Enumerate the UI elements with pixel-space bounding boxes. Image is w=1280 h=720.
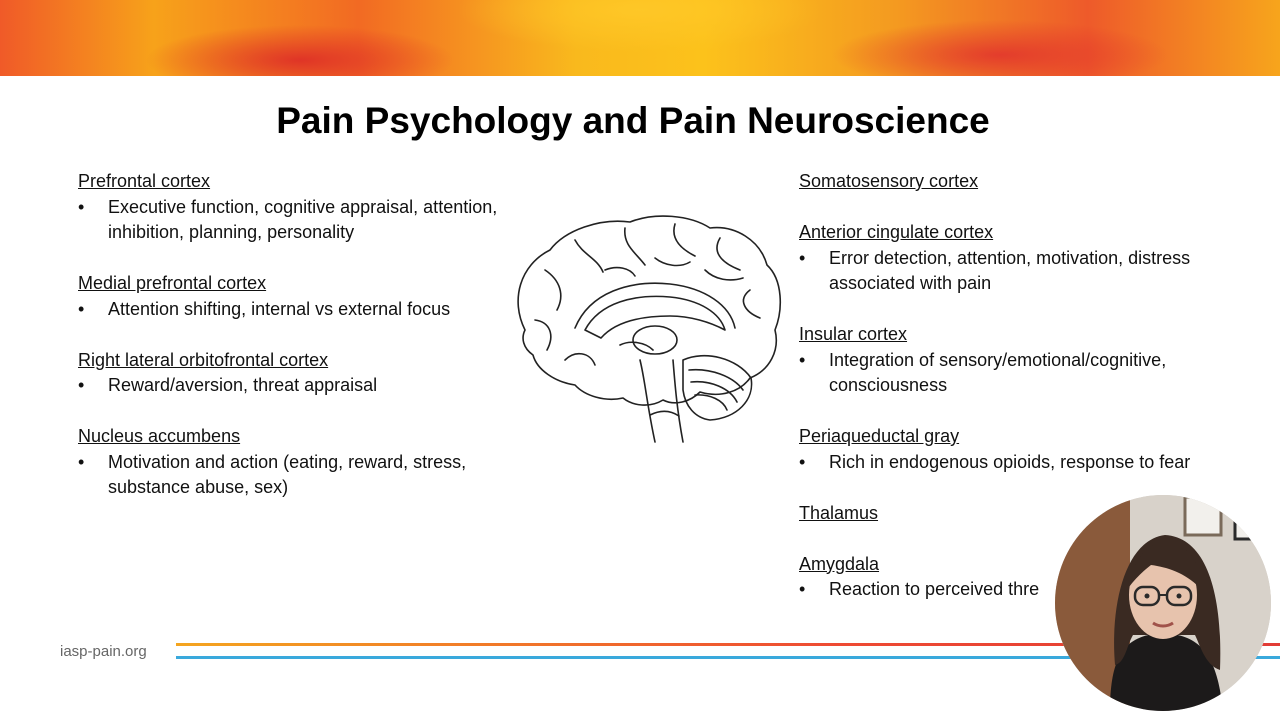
section-heading: Somatosensory cortex bbox=[799, 171, 979, 191]
section-heading: Periaqueductal gray bbox=[799, 426, 960, 446]
bullet-dot: • bbox=[799, 349, 806, 370]
section-heading: Nucleus accumbens bbox=[78, 426, 241, 446]
presenter-avatar bbox=[1055, 495, 1271, 711]
presenter-webcam bbox=[1055, 495, 1271, 711]
section-heading: Amygdala bbox=[799, 553, 880, 574]
bullet-dot: • bbox=[78, 451, 85, 472]
brain-illustration bbox=[517, 215, 782, 443]
bullet-dot: • bbox=[78, 196, 85, 217]
bullet-text: Executive function, cognitive appraisal,… bbox=[108, 196, 498, 243]
section-heading: Right lateral orbitofrontal cortex bbox=[78, 349, 329, 370]
bullet-item: • Reward/aversion, threat appraisal bbox=[78, 373, 498, 399]
bullet-text: Reward/aversion, threat appraisal bbox=[108, 375, 378, 395]
left-column: Prefrontal cortex • Executive function, c… bbox=[78, 169, 498, 526]
section-somatosensory-cortex: Somatosensory cortex bbox=[799, 169, 1239, 195]
section-thalamus: Thalamus bbox=[799, 501, 1239, 527]
section-medial-prefrontal-cortex: Medial prefrontal cortex • Attention shif… bbox=[78, 271, 498, 322]
section-nucleus-accumbens: Nucleus accumbens • Motivation and action… bbox=[78, 424, 498, 501]
bullet-dot: • bbox=[799, 579, 806, 599]
bullet-text: Reaction to perceived thre bbox=[829, 579, 1040, 599]
bullet-text: Motivation and action (eating, reward, s… bbox=[108, 451, 467, 498]
section-heading: Anterior cingulate cortex bbox=[799, 222, 994, 242]
section-periaqueductal-gray: Periaqueductal gray • Rich in endogenous … bbox=[799, 424, 1239, 475]
section-right-lateral-orbitofrontal-cortex: Right lateral orbitofrontal cortex • Rewa… bbox=[78, 348, 498, 399]
section-heading: Thalamus bbox=[799, 502, 879, 523]
footer-accent-line-orange bbox=[176, 643, 1280, 646]
bullet-item: • Motivation and action (eating, reward, … bbox=[78, 450, 498, 501]
bullet-text: Error detection, attention, motivation, … bbox=[829, 247, 1191, 294]
bullet-dot: • bbox=[78, 298, 85, 319]
bullet-text: Rich in endogenous opioids, response to … bbox=[829, 451, 1191, 472]
bullet-dot: • bbox=[78, 375, 85, 395]
section-heading: Prefrontal cortex bbox=[78, 171, 211, 191]
bullet-item: • Rich in endogenous opioids, response to… bbox=[799, 450, 1239, 476]
bullet-dot: • bbox=[799, 247, 806, 268]
slide-title: Pain Psychology and Pain Neuroscience bbox=[276, 100, 990, 141]
right-column: Somatosensory cortex Anterior cingulate … bbox=[799, 169, 1239, 628]
bullet-text: Integration of sensory/emotional/cogniti… bbox=[829, 349, 1167, 396]
bullet-dot: • bbox=[799, 451, 806, 472]
section-insular-cortex: Insular cortex • Integration of sensory/e… bbox=[799, 322, 1239, 399]
bullet-item: • Reaction to perceived thre bbox=[799, 577, 1239, 603]
section-heading: Medial prefrontal cortex bbox=[78, 273, 267, 293]
section-heading: Insular cortex bbox=[799, 324, 908, 344]
bullet-item: • Attention shifting, internal vs externa… bbox=[78, 297, 498, 323]
bullet-item: • Executive function, cognitive appraisal… bbox=[78, 195, 498, 246]
footer-accent-line-blue bbox=[176, 656, 1280, 659]
section-prefrontal-cortex: Prefrontal cortex • Executive function, c… bbox=[78, 169, 498, 246]
section-anterior-cingulate-cortex: Anterior cingulate cortex • Error detecti… bbox=[799, 220, 1239, 297]
bullet-item: • Integration of sensory/emotional/cognit… bbox=[799, 348, 1239, 399]
footer-url: iasp-pain.org bbox=[60, 643, 147, 660]
header-banner bbox=[0, 0, 1280, 76]
section-amygdala: Amygdala • Reaction to perceived thre bbox=[799, 552, 1239, 603]
bullet-item: • Error detection, attention, motivation,… bbox=[799, 246, 1239, 297]
bullet-text: Attention shifting, internal vs external… bbox=[108, 298, 451, 319]
